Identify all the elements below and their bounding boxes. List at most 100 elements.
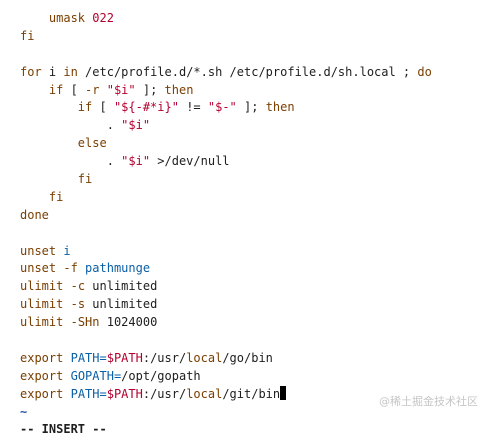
code-token (78, 261, 85, 275)
code-token: :/usr/ (142, 350, 187, 365)
code-token: ulimit (20, 297, 64, 312)
editor-line: for i in /etc/profile.d/*.sh /etc/profil… (20, 64, 488, 82)
editor-line: . "$i" (20, 117, 488, 135)
code-token: :/usr/ (142, 386, 187, 401)
code-token: unlimited (85, 297, 158, 312)
code-token: if (48, 82, 64, 97)
code-token: -f (63, 261, 78, 276)
editor-line: ulimit -s unlimited (20, 296, 488, 314)
code-token: export (20, 350, 64, 365)
code-token (100, 83, 107, 97)
editor-line (20, 332, 488, 350)
editor-line: -- INSERT -- (20, 421, 488, 439)
code-token: then (164, 82, 194, 97)
editor-line: ulimit -SHn 1024000 (20, 314, 488, 332)
code-token: i (41, 64, 64, 79)
code-token: unset (20, 261, 57, 276)
code-token: $PATH (106, 386, 143, 401)
code-token: != (178, 100, 208, 115)
code-token: in (63, 64, 78, 79)
editor-line: umask 022 (20, 10, 488, 28)
code-token: -r (85, 82, 100, 97)
code-token: "${-#*i}" (113, 100, 179, 115)
code-token: do (417, 64, 432, 79)
editor-line (20, 225, 488, 243)
code-token: for (20, 64, 42, 79)
code-token: ]; (236, 100, 266, 115)
code-token: if (77, 100, 93, 115)
code-token: 022 (92, 11, 114, 25)
code-token: local (186, 386, 223, 401)
code-token: GOPATH= (70, 368, 122, 383)
code-token: $PATH (106, 350, 143, 365)
editor-line: fi (20, 171, 488, 189)
code-token (20, 100, 78, 114)
editor-line: fi (20, 189, 488, 207)
code-token: "$-" (207, 100, 237, 115)
editor-line: unset -f pathmunge (20, 260, 488, 278)
code-token: umask (48, 11, 86, 25)
editor-line: if [ -r "$i" ]; then (20, 82, 488, 100)
code-token: i (63, 243, 71, 258)
editor-line: if [ "${-#*i}" != "$-" ]; then (20, 99, 488, 117)
code-token: "$i" (121, 118, 151, 133)
editor-line: else (20, 135, 488, 153)
editor-line: export GOPATH=/opt/gopath (20, 368, 488, 386)
code-token (20, 136, 78, 150)
code-token: /go/bin (222, 350, 273, 365)
editor-line: unset i (20, 243, 488, 261)
code-token: fi (48, 189, 64, 204)
code-token: /opt/gopath (121, 368, 201, 383)
code-token (63, 387, 70, 401)
code-token: unlimited (85, 279, 158, 294)
code-token (20, 83, 49, 97)
code-token: PATH= (70, 386, 107, 401)
code-token: ulimit (20, 315, 64, 330)
editor-line: ulimit -c unlimited (20, 278, 488, 296)
code-token: -c (70, 279, 86, 294)
editor-line: . "$i" >/dev/null (20, 153, 488, 171)
code-token (63, 351, 70, 365)
editor-line (20, 46, 488, 64)
code-token (63, 369, 70, 383)
code-token: fi (20, 28, 35, 43)
code-token: ulimit (20, 279, 64, 294)
code-token: . (20, 154, 122, 169)
code-token: else (77, 136, 107, 151)
text-cursor (280, 385, 287, 400)
empty-line-marker: ~ (20, 404, 28, 419)
editor-line: ~ (20, 404, 488, 422)
code-token: . (20, 118, 122, 133)
code-token: [ (92, 100, 114, 115)
code-token: local (186, 350, 223, 365)
code-token: export (20, 386, 64, 401)
code-token: done (20, 207, 49, 222)
code-token (63, 279, 70, 293)
code-token: fi (77, 172, 93, 187)
code-token: 1024000 (99, 315, 158, 330)
editor-line: done (20, 207, 488, 225)
code-token: -SHn (70, 315, 100, 330)
code-token: >/dev/null (150, 154, 230, 169)
code-token (20, 11, 49, 25)
code-token (63, 315, 70, 329)
code-token: ]; (135, 82, 165, 97)
code-token: export (20, 368, 64, 383)
mode-indicator: -- INSERT -- (20, 422, 107, 437)
code-token: "$i" (121, 154, 151, 169)
code-token: "$i" (106, 82, 136, 97)
code-token: pathmunge (85, 261, 151, 276)
editor-line: export PATH=$PATH:/usr/local/go/bin (20, 350, 488, 368)
code-token: /git/bin (222, 386, 281, 401)
code-token: -s (70, 297, 86, 312)
editor-line: export PATH=$PATH:/usr/local/git/bin (20, 385, 488, 404)
editor-line: fi (20, 28, 488, 46)
code-token (20, 172, 78, 186)
code-token (63, 297, 70, 311)
watermark: @稀土掘金技术社区 (379, 395, 478, 408)
code-token (20, 190, 49, 204)
code-token: /etc/profile.d/*.sh /etc/profile.d/sh.lo… (77, 64, 418, 79)
code-token: unset (20, 243, 57, 258)
code-token: [ (63, 82, 86, 97)
